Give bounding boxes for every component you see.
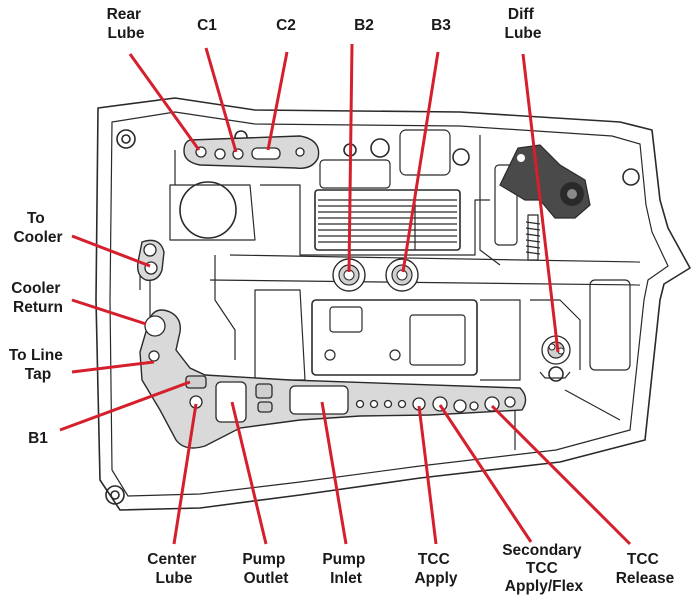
- leader-to-cooler: [71, 234, 151, 268]
- label-pump-outlet: Pump Outlet: [242, 551, 289, 587]
- leader-pump-outlet: [230, 401, 268, 545]
- transmission-case-outline: [95, 97, 691, 511]
- leader-lines: [59, 43, 632, 546]
- leader-to-line-tap: [71, 360, 155, 374]
- label-diff-lube: Diff Lube: [504, 6, 541, 42]
- leader-tcc-apply: [417, 405, 438, 545]
- left-cooler-ports: [136, 239, 165, 281]
- leader-b2: [347, 43, 354, 273]
- label-tcc-release: TCC Release: [616, 551, 675, 587]
- lower-port-plate: [139, 309, 527, 449]
- leader-tcc-release: [490, 404, 632, 546]
- leader-diff-lube: [521, 53, 560, 353]
- label-c2: C2: [276, 17, 296, 34]
- label-b3: B3: [431, 17, 451, 34]
- label-secondary-tcc-apply-flex: Secondary TCC Apply/Flex: [502, 542, 586, 595]
- leader-cooler-return: [71, 298, 147, 326]
- leader-c2: [266, 51, 289, 151]
- upper-port-plate: [183, 135, 320, 169]
- detent-lever: [499, 144, 591, 261]
- label-b1: B1: [28, 430, 48, 447]
- label-to-line-tap: To Line Tap: [9, 347, 67, 383]
- leader-b1: [59, 380, 191, 432]
- label-center-lube: Center Lube: [147, 551, 200, 587]
- label-to-cooler: To Cooler: [13, 210, 62, 246]
- label-tcc-apply: TCC Apply: [414, 551, 457, 587]
- label-c1: C1: [197, 17, 217, 34]
- leader-center-lube: [172, 403, 198, 545]
- leader-secondary-tcc: [438, 404, 533, 543]
- leader-c1: [204, 47, 238, 153]
- leader-pump-inlet: [320, 401, 348, 545]
- leader-rear-lube: [128, 53, 201, 151]
- label-rear-lube: Rear Lube: [107, 6, 146, 42]
- clutch-fins: [318, 199, 457, 243]
- label-pump-inlet: Pump Inlet: [322, 551, 369, 587]
- leader-b3: [401, 51, 440, 273]
- label-cooler-return: Cooler Return: [11, 280, 64, 316]
- label-b2: B2: [354, 17, 374, 34]
- callout-labels: Rear Lube C1 C2 B2 B3 Diff Lube To Coole…: [9, 6, 675, 595]
